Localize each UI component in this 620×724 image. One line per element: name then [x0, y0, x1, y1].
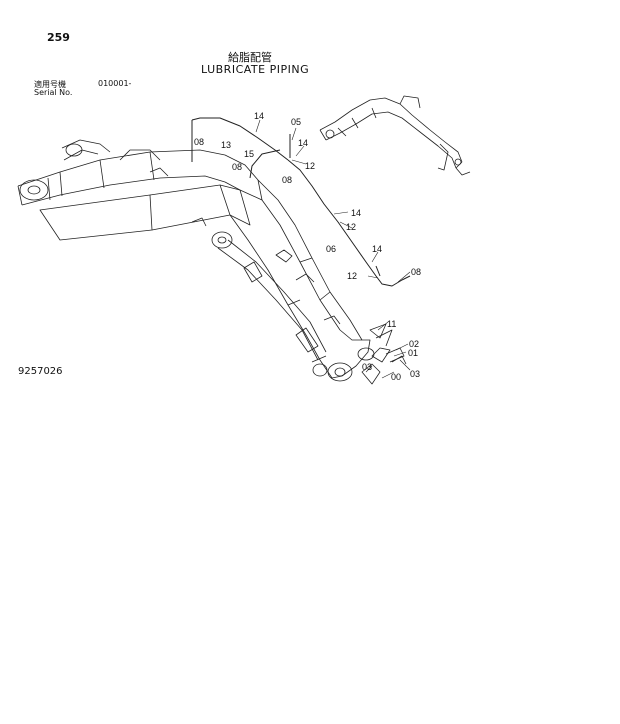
callout-08-c: 08 [282, 175, 292, 185]
serial-label-japanese: 適用号機 [34, 80, 66, 89]
leader-lines [255, 119, 411, 379]
callout-14-d: 14 [372, 244, 382, 254]
callout-02: 02 [409, 339, 419, 349]
title-japanese: 給脂配管 [228, 51, 272, 64]
grease-fitting-block [361, 323, 407, 385]
boom-cylinder [217, 239, 328, 377]
callout-15: 15 [244, 149, 254, 159]
grease-pipe [191, 117, 411, 287]
callout-14-a: 14 [254, 111, 264, 121]
title-english: LUBRICATE PIPING [201, 63, 310, 76]
callout-06: 06 [326, 244, 336, 254]
callout-08-a: 08 [194, 137, 204, 147]
callout-labels: 14 05 08 13 15 14 12 08 08 14 12 06 14 1… [194, 111, 421, 382]
callout-00: 00 [391, 372, 401, 382]
callout-03-b: 03 [410, 369, 420, 379]
callout-12-a: 12 [305, 161, 315, 171]
callout-14-b: 14 [298, 138, 308, 148]
callout-13: 13 [221, 140, 231, 150]
callout-14-c: 14 [351, 208, 361, 218]
callout-08-d: 08 [411, 267, 421, 277]
serial-range: 010001- [98, 79, 132, 88]
inset-arm-outline [319, 95, 471, 176]
callout-05: 05 [291, 117, 301, 127]
callout-12-b: 12 [346, 222, 356, 232]
callout-03-a: 03 [362, 362, 372, 372]
boom-outline [17, 139, 375, 382]
callout-01: 01 [408, 348, 418, 358]
callout-11: 11 [387, 319, 396, 329]
serial-label-english: Serial No. [34, 88, 73, 97]
callout-12-c: 12 [347, 271, 357, 281]
page-number: 259 [47, 31, 70, 44]
callout-08-b: 08 [232, 162, 242, 172]
drawing-number: 9257026 [18, 366, 63, 377]
